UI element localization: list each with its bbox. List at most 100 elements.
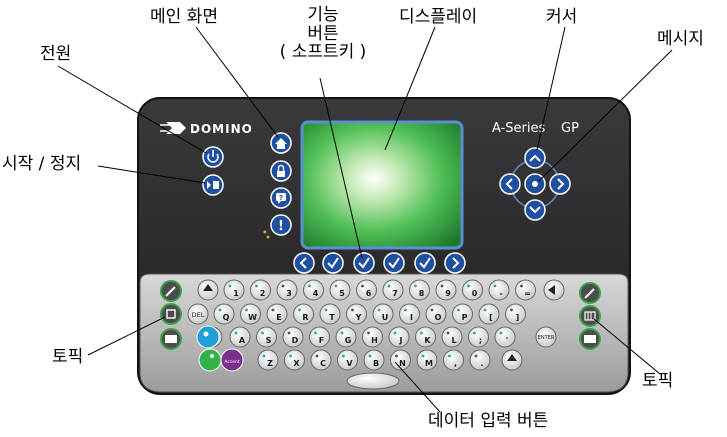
char-key[interactable]: F: [309, 326, 330, 348]
topic-key-barcode[interactable]: [579, 305, 601, 327]
softkey-left-arrow[interactable]: [293, 252, 315, 274]
char-key[interactable]: 7: [382, 279, 404, 301]
help-button[interactable]: ?: [270, 187, 292, 209]
char-key[interactable]: U: [372, 303, 394, 325]
up-arrow-key[interactable]: [501, 349, 523, 371]
char-key[interactable]: 0: [462, 279, 483, 301]
accent-dot-icon: [228, 284, 232, 288]
char-key[interactable]: Y: [346, 303, 367, 325]
char-key[interactable]: P: [452, 303, 473, 325]
power-button[interactable]: [202, 146, 224, 168]
accent-dot-icon: [308, 284, 311, 288]
topic-key-tools[interactable]: [160, 280, 182, 302]
accent-key[interactable]: Accent: [220, 348, 244, 372]
char-key[interactable]: L: [441, 326, 463, 348]
message-button[interactable]: [524, 173, 546, 195]
char-key[interactable]: M: [416, 349, 438, 371]
char-key[interactable]: H: [362, 326, 383, 348]
char-key[interactable]: -: [488, 279, 510, 301]
char-key[interactable]: 5: [329, 279, 351, 301]
topic-key-folder[interactable]: [579, 328, 601, 350]
alert-button[interactable]: !: [270, 214, 292, 236]
softkey-2[interactable]: [353, 252, 375, 274]
char-key[interactable]: D: [282, 326, 304, 348]
softkey-3[interactable]: [383, 252, 405, 274]
char-key-label: W: [248, 313, 257, 322]
char-key[interactable]: X: [284, 349, 305, 371]
accent-dot-icon: [351, 308, 354, 312]
accent-dot-icon: [281, 284, 285, 288]
topic-key-camera[interactable]: [160, 328, 182, 350]
char-key[interactable]: ,: [443, 349, 464, 371]
cursor-left-button[interactable]: [499, 173, 521, 195]
char-key-label: 9: [445, 289, 451, 298]
char-key[interactable]: R: [293, 303, 314, 325]
lock-button[interactable]: [270, 160, 292, 182]
char-key[interactable]: 2: [250, 279, 271, 301]
char-key[interactable]: A: [229, 326, 251, 348]
char-key-label: V: [346, 359, 353, 368]
shift-arrow-key[interactable]: [197, 279, 219, 301]
callout-main-screen: 메인 화면: [150, 7, 218, 27]
char-key[interactable]: 1: [223, 279, 245, 301]
char-key[interactable]: 8: [409, 279, 430, 301]
char-key[interactable]: 6: [356, 279, 377, 301]
char-key-label: D: [292, 336, 299, 345]
char-key[interactable]: O: [425, 303, 447, 325]
power-icon: [207, 150, 219, 163]
char-key-cap: [505, 303, 526, 325]
cursor-down-button[interactable]: [524, 199, 546, 221]
accent-dot-icon: [255, 284, 258, 288]
backspace-key[interactable]: [543, 279, 565, 301]
char-key[interactable]: ]: [505, 303, 526, 325]
char-key[interactable]: [: [478, 303, 500, 325]
char-key[interactable]: E: [266, 303, 288, 325]
char-key-label: J: [399, 336, 403, 345]
green-key[interactable]: [198, 348, 222, 372]
char-key[interactable]: C: [310, 349, 332, 371]
char-key[interactable]: I: [399, 303, 420, 325]
char-key[interactable]: T: [319, 303, 341, 325]
start-stop-button[interactable]: [202, 174, 224, 196]
char-key[interactable]: B: [363, 349, 385, 371]
char-key-label: U: [382, 313, 389, 322]
enter-key[interactable]: ENTER: [535, 326, 557, 348]
char-key[interactable]: =: [515, 279, 536, 301]
softkey-1[interactable]: [322, 252, 344, 274]
char-key[interactable]: Z: [257, 349, 279, 371]
char-key[interactable]: 9: [435, 279, 457, 301]
accent-dot-icon: [314, 331, 317, 335]
char-key-label: S: [266, 336, 272, 345]
char-key[interactable]: ;: [468, 326, 489, 348]
chevron-right-icon: [452, 257, 460, 269]
accent-dot-icon: [324, 308, 328, 312]
char-key[interactable]: 3: [276, 279, 298, 301]
cursor-right-button[interactable]: [549, 173, 571, 195]
space-bar[interactable]: [346, 372, 400, 390]
char-key[interactable]: 4: [303, 279, 324, 301]
char-key-label: 7: [392, 289, 398, 298]
char-key[interactable]: .: [469, 349, 491, 371]
char-key[interactable]: ': [494, 326, 516, 348]
home-button[interactable]: [270, 132, 292, 154]
char-key[interactable]: V: [337, 349, 358, 371]
char-key[interactable]: K: [415, 326, 436, 348]
callout-topic-left: 토픽: [52, 347, 84, 367]
softkey-right-arrow[interactable]: [444, 252, 466, 274]
del-key[interactable]: DEL: [187, 303, 209, 325]
char-key[interactable]: J: [388, 326, 410, 348]
softkey-4[interactable]: [414, 252, 436, 274]
char-key[interactable]: W: [240, 303, 261, 325]
char-key[interactable]: Q: [213, 303, 235, 325]
cyan-key[interactable]: [196, 325, 220, 349]
char-key-cap: [356, 279, 377, 301]
char-key-cap: [240, 303, 261, 325]
model-suffix: GP: [561, 121, 579, 136]
char-key[interactable]: N: [390, 349, 411, 371]
topic-key-edit[interactable]: [579, 282, 601, 304]
topic-key-bin[interactable]: [160, 303, 182, 325]
cursor-up-button[interactable]: [524, 147, 546, 169]
char-key-label: ,: [454, 359, 457, 368]
char-key[interactable]: S: [256, 326, 277, 348]
char-key[interactable]: G: [335, 326, 357, 348]
